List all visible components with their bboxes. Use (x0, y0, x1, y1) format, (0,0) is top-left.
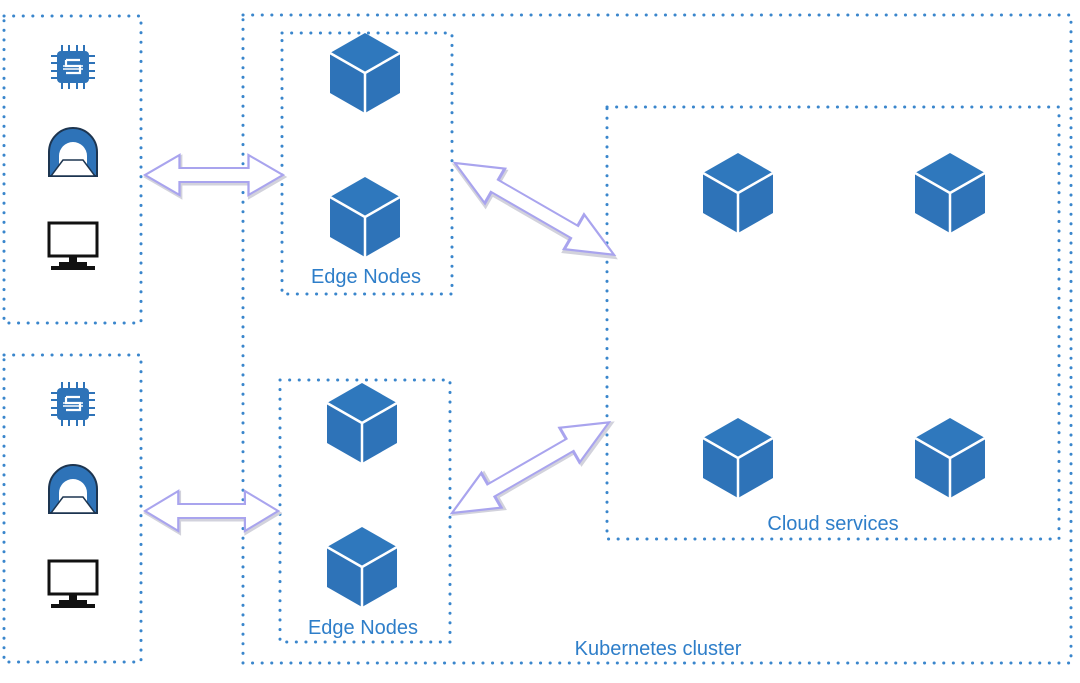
monitor-icon (47, 559, 99, 610)
edge-node-cube (328, 31, 402, 115)
arrow-edge-to-cloud-top (444, 144, 625, 275)
device-group-bottom-frame (2, 353, 143, 664)
edge-node-cube (325, 525, 399, 609)
arrow-devices-to-edge-bottom (143, 489, 281, 535)
cloud-service-cube (913, 151, 987, 235)
cloud-services-label: Cloud services (767, 513, 898, 535)
chip-icon (49, 380, 97, 428)
chip-icon (49, 43, 97, 91)
edge-nodes-bottom-frame (278, 378, 452, 644)
tunnel-icon (48, 464, 98, 514)
kubernetes-cluster-label: Kubernetes cluster (575, 638, 742, 660)
cloud-services-frame (605, 105, 1061, 541)
edge-node-cube (325, 381, 399, 465)
edge-node-cube (328, 175, 402, 259)
monitor-icon (47, 221, 99, 272)
arrow-devices-to-edge-top (143, 153, 286, 199)
edge-nodes-top-frame (280, 31, 454, 296)
kubernetes-cluster-frame (241, 13, 1073, 665)
edge-nodes-top-label: Edge Nodes (311, 266, 421, 288)
edge-nodes-bottom-label: Edge Nodes (308, 617, 418, 639)
tunnel-icon (48, 127, 98, 177)
device-group-top-frame (2, 14, 143, 325)
cloud-service-cube (913, 416, 987, 500)
cloud-service-cube (701, 416, 775, 500)
cloud-service-cube (701, 151, 775, 235)
arrow-edge-to-cloud-bottom (440, 403, 621, 532)
